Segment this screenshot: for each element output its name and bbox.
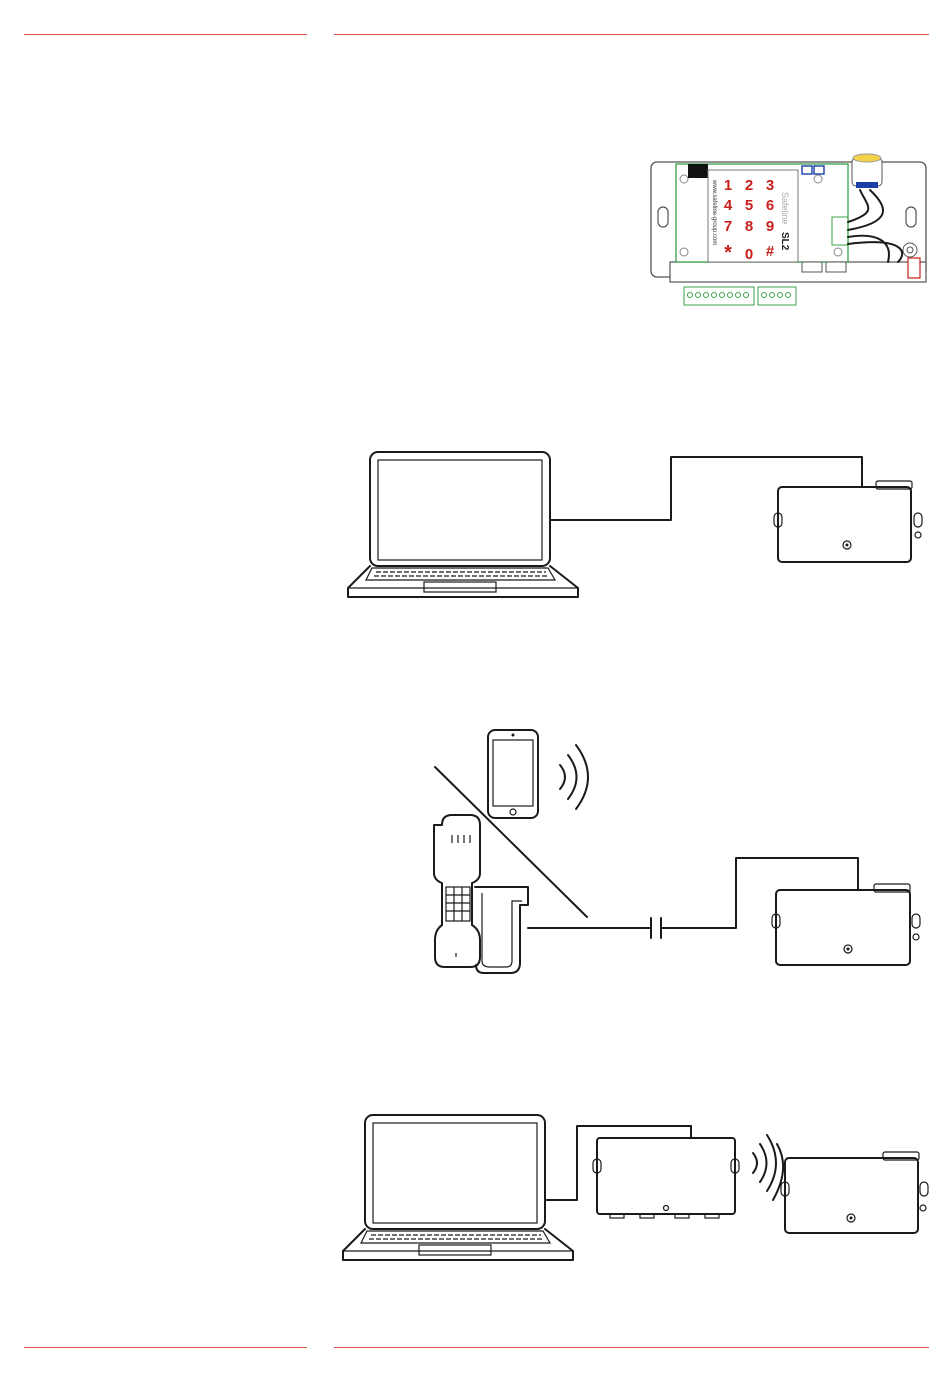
lift-controller-icon <box>774 481 922 562</box>
key-9: 9 <box>766 218 774 235</box>
board-brand: Safeline <box>780 192 790 225</box>
key-2: 2 <box>745 177 753 194</box>
key-0: 0 <box>745 246 753 263</box>
phone-to-unit-diagram <box>420 725 930 980</box>
board-url: www.safeline-group.com <box>711 179 717 245</box>
key-5: 5 <box>745 197 753 214</box>
footer-rule-left <box>24 1347 307 1348</box>
telephone-handset-icon <box>434 815 528 973</box>
wireless-signal-icon <box>560 745 588 809</box>
footer-rule-right <box>334 1347 929 1348</box>
laptop-to-unit-diagram <box>340 445 930 605</box>
key-star: * <box>724 242 732 264</box>
board-illustration: 1 2 3 4 5 6 7 8 9 * 0 # www.safeline-gro… <box>648 152 930 312</box>
header-rule-right <box>334 34 929 35</box>
lift-controller-icon <box>781 1152 928 1233</box>
lift-controller-icon <box>772 884 920 965</box>
key-8: 8 <box>745 218 753 235</box>
board-model: SL2 <box>779 232 790 251</box>
smartphone-icon <box>488 730 538 818</box>
keypad: 1 2 3 4 5 6 7 8 9 * 0 # <box>724 177 775 264</box>
key-3: 3 <box>766 177 774 194</box>
laptop-icon <box>348 452 578 597</box>
key-6: 6 <box>766 197 774 214</box>
laptop-icon <box>343 1115 573 1260</box>
key-4: 4 <box>724 197 733 214</box>
key-7: 7 <box>724 218 732 235</box>
key-1: 1 <box>724 177 732 194</box>
key-hash: # <box>766 243 775 260</box>
interface-unit-icon <box>593 1138 739 1218</box>
wireless-signal-icon <box>753 1135 783 1200</box>
laptop-interface-wireless-diagram <box>335 1108 930 1268</box>
terminal-block <box>684 287 796 305</box>
header-rule-left <box>24 34 307 35</box>
